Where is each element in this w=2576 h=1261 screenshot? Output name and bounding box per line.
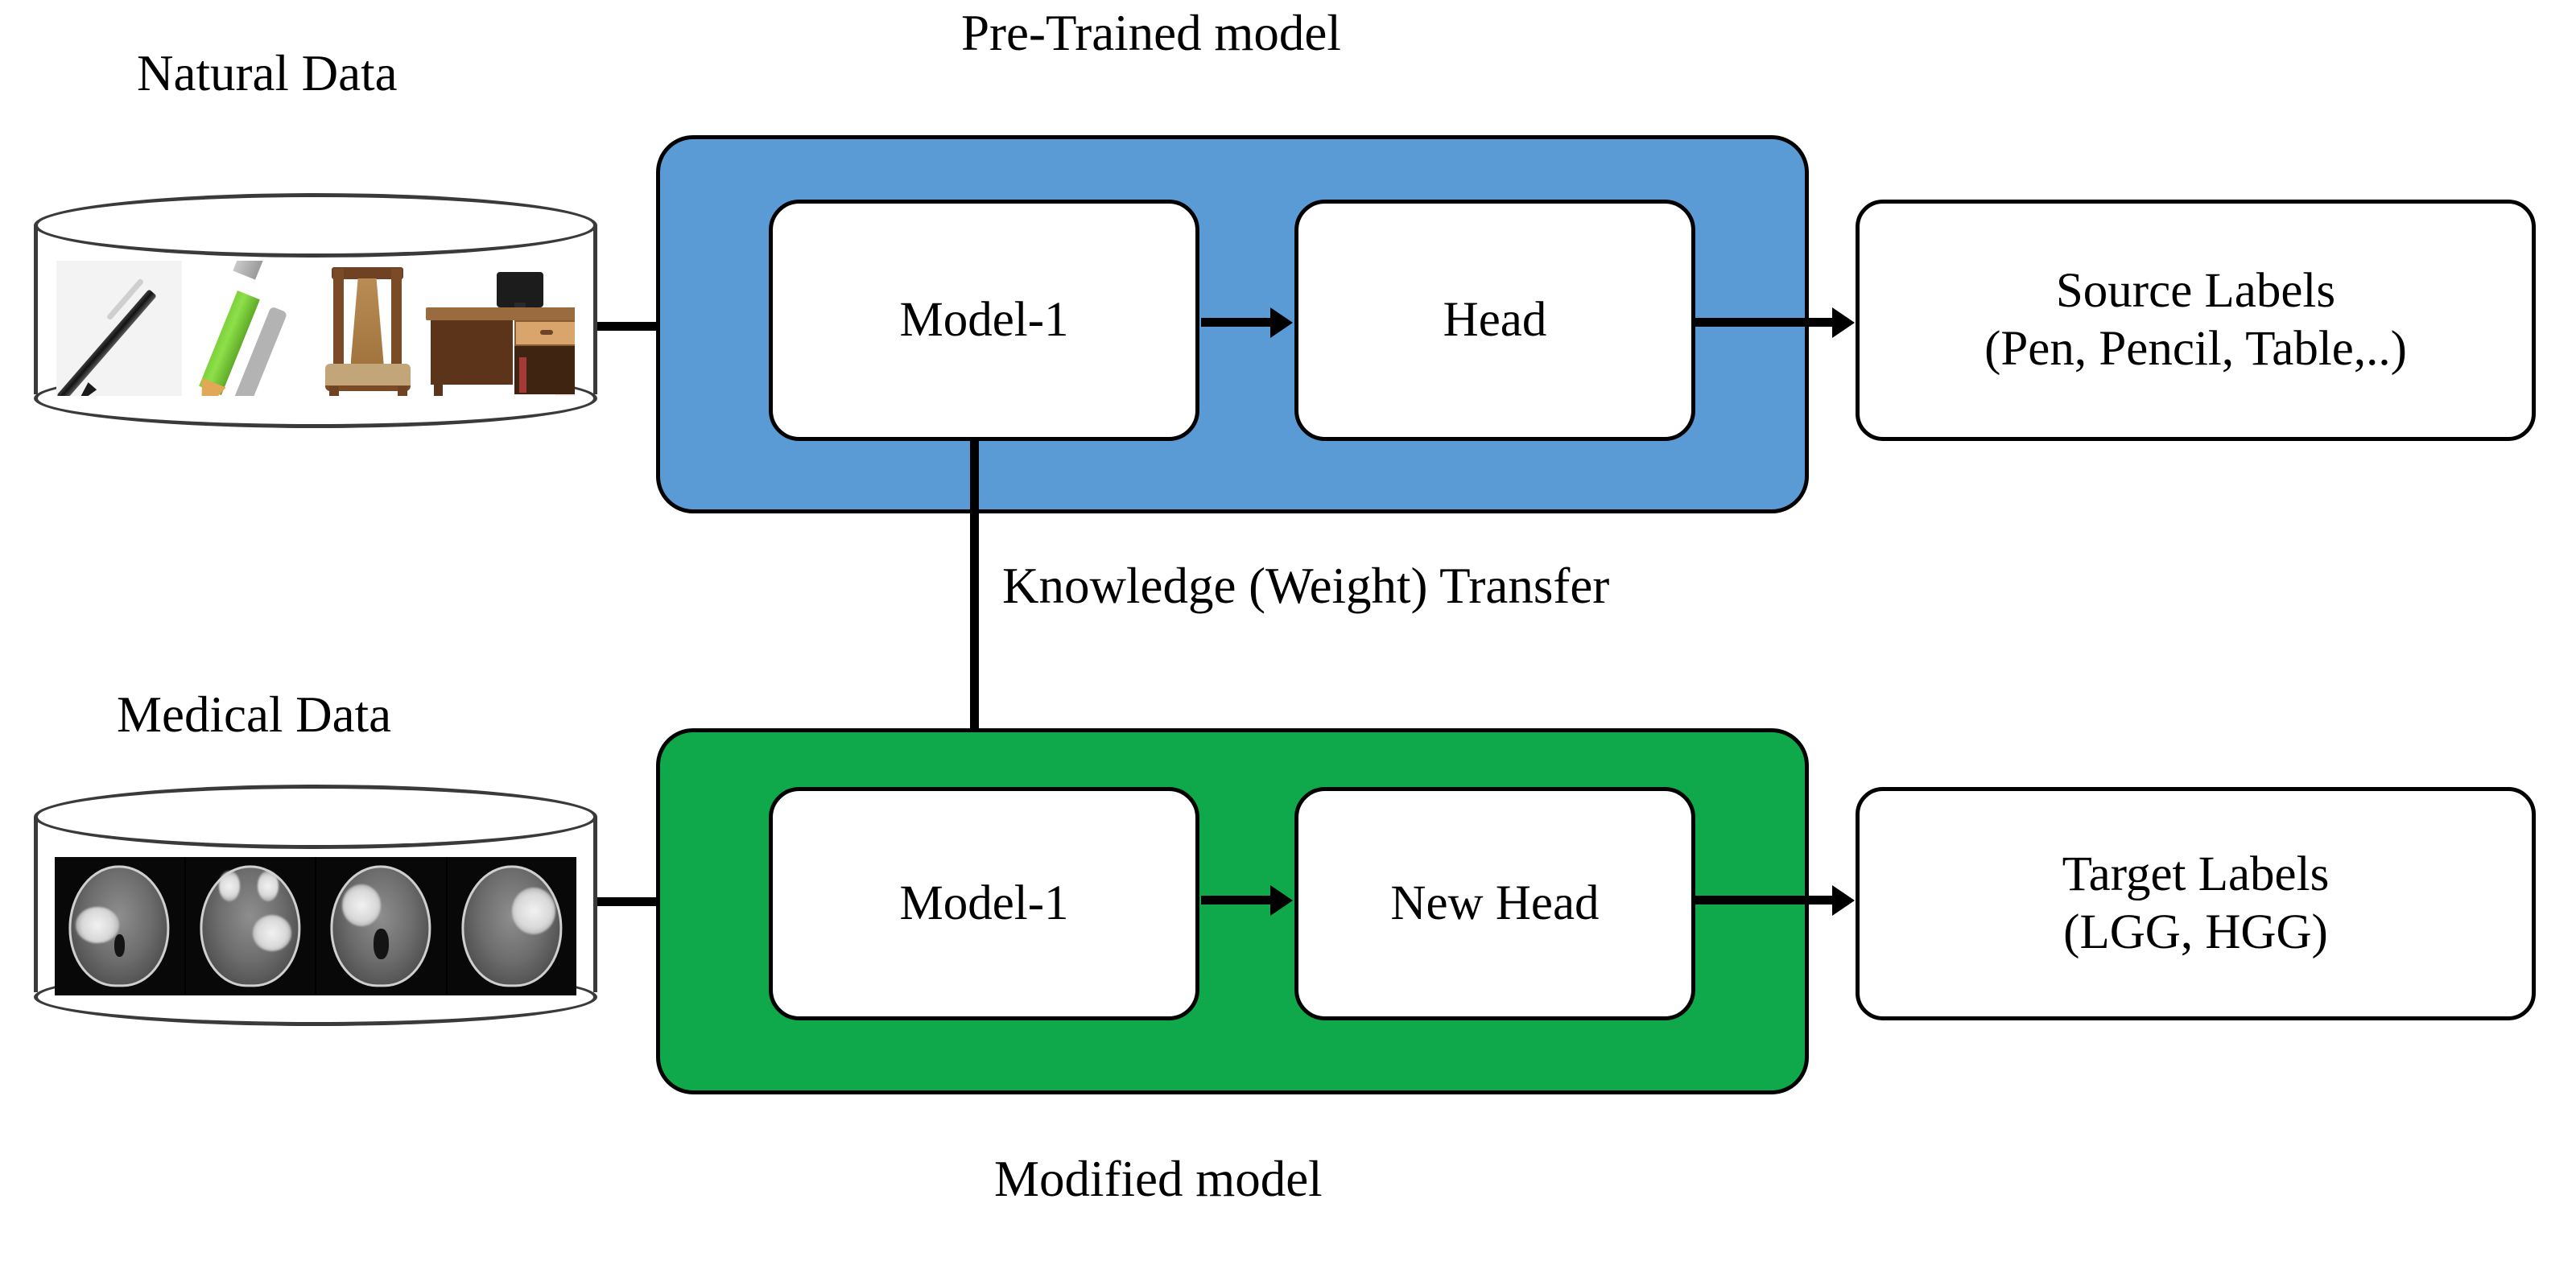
mri-slice-2 xyxy=(185,857,316,995)
arrow-medical-data-to-modified xyxy=(597,897,670,906)
sinus-bright-region xyxy=(219,871,240,902)
arrow-head-to-source-labels xyxy=(1695,318,1834,327)
ventricle xyxy=(114,934,125,957)
desk-body xyxy=(430,320,513,385)
tumor-region xyxy=(511,887,556,935)
mri-slice-1 xyxy=(55,857,186,995)
desk-top-surface xyxy=(425,307,575,320)
tumor-region xyxy=(75,906,120,943)
desk-thumbnail xyxy=(419,261,575,396)
desk-leg-left xyxy=(433,385,443,396)
ventricle xyxy=(373,929,389,960)
desk-monitor-stand xyxy=(514,303,526,309)
desk-monitor-icon xyxy=(496,272,543,307)
chair-leg-left xyxy=(328,386,339,396)
pencil-ferrule-icon xyxy=(233,261,264,280)
desk-papers xyxy=(554,394,575,396)
source-labels-box[interactable]: Source Labels (Pen, Pencil, Table,..) xyxy=(1856,200,2536,441)
cylinder-top-ellipse xyxy=(34,193,597,258)
tumor-region xyxy=(252,915,292,951)
chair-thumbnail xyxy=(300,261,419,396)
target-labels-line1: Target Labels xyxy=(2062,847,2330,902)
chair-seat xyxy=(324,364,411,391)
modified-model-title: Modified model xyxy=(994,1151,1323,1207)
source-labels-line1: Source Labels xyxy=(2055,264,2336,319)
knowledge-transfer-label: Knowledge (Weight) Transfer xyxy=(1002,558,1610,614)
pre-trained-model-title: Pre-Trained model xyxy=(961,5,1341,61)
sinus-bright-region xyxy=(258,871,279,902)
node-model-1-target[interactable]: Model-1 xyxy=(769,787,1199,1020)
desk-books xyxy=(518,357,526,393)
node-model-1-source[interactable]: Model-1 xyxy=(769,200,1199,441)
arrow-knowledge-transfer xyxy=(970,441,979,763)
node-new-head[interactable]: New Head xyxy=(1294,787,1695,1020)
tumor-region xyxy=(342,884,382,926)
chair-back-post-left xyxy=(332,269,344,364)
target-labels-box[interactable]: Target Labels (LGG, HGG) xyxy=(1856,787,2536,1020)
pencil-thumbnail xyxy=(182,261,301,396)
medical-cylinder-top-ellipse xyxy=(34,785,597,849)
pen-body-icon xyxy=(56,289,157,396)
natural-data-thumbnails xyxy=(56,261,575,396)
mri-slice-3 xyxy=(316,857,448,995)
arrow-model1-to-head xyxy=(1201,318,1272,327)
chair-leg-right xyxy=(397,386,407,396)
medical-data-cylinder xyxy=(34,785,597,1026)
pen-thumbnail xyxy=(56,261,183,396)
arrow-model1-to-new-head xyxy=(1201,896,1272,905)
mri-thumbnail-strip xyxy=(55,857,576,995)
desk-drawer-knob xyxy=(539,330,553,335)
node-head[interactable]: Head xyxy=(1294,200,1695,441)
target-labels-line2: (LGG, HGG) xyxy=(2063,905,2328,959)
mri-slice-4 xyxy=(447,857,576,995)
natural-data-cylinder xyxy=(34,193,597,428)
chair-top-rail xyxy=(331,267,403,279)
chair-back-post-right xyxy=(390,269,402,364)
arrow-natural-data-to-pretrained xyxy=(597,322,670,331)
medical-data-label: Medical Data xyxy=(117,686,392,743)
chair-splat xyxy=(350,278,384,364)
arrow-new-head-to-target-labels xyxy=(1695,896,1834,905)
source-labels-line2: (Pen, Pencil, Table,..) xyxy=(1984,322,2407,376)
natural-data-label: Natural Data xyxy=(137,45,398,101)
brain-outline xyxy=(330,865,431,987)
